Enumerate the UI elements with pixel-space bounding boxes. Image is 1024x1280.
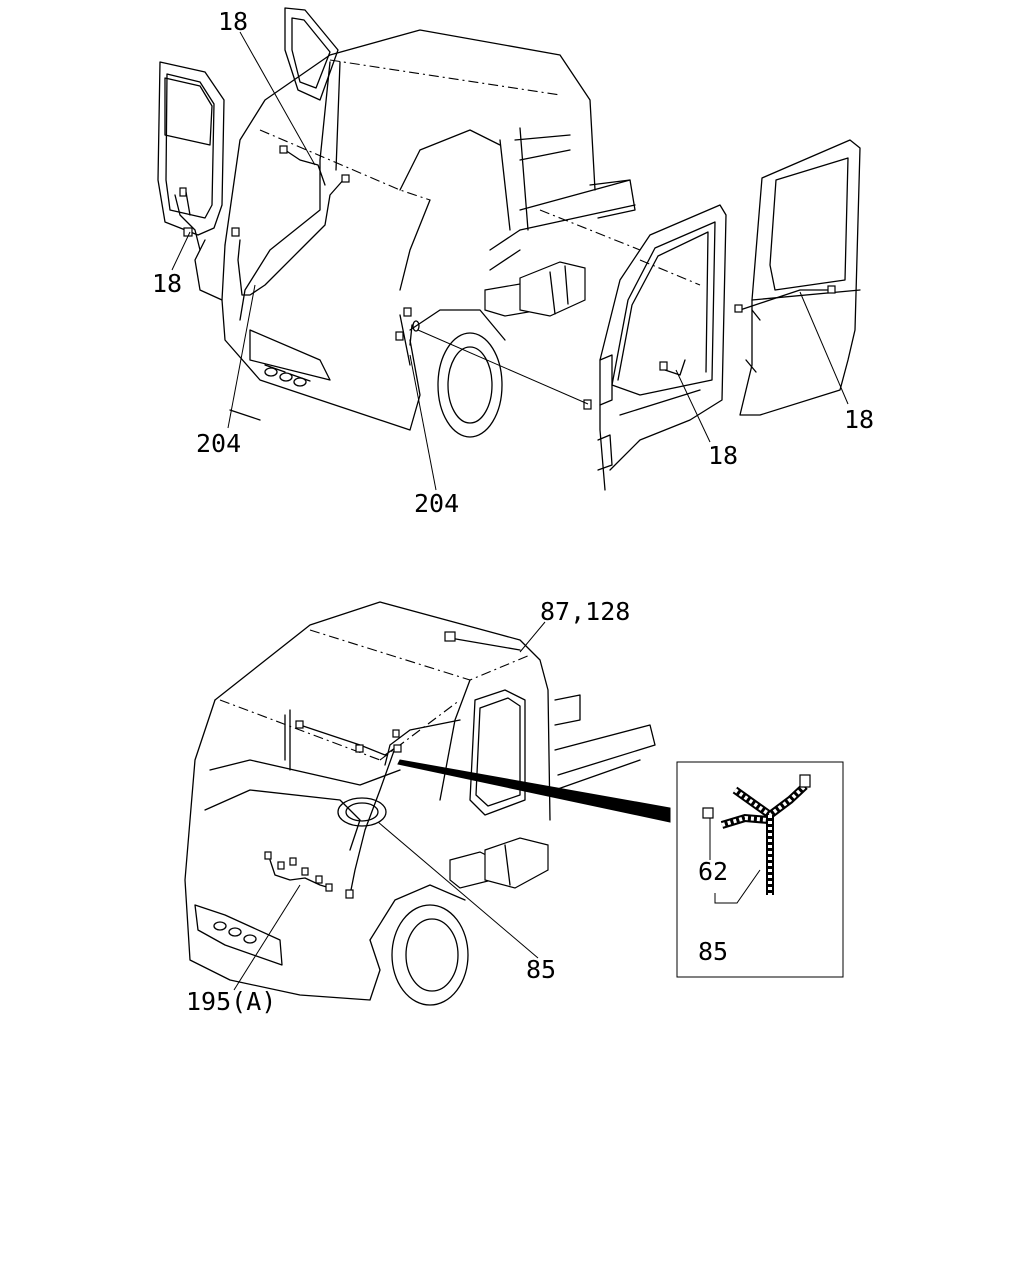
top-callouts: 18 18 204 204 18 18 xyxy=(152,7,874,518)
callout-195a: 195(A) xyxy=(186,987,276,1016)
bottom-chassis-frame xyxy=(449,694,656,889)
bottom-front-wheel xyxy=(369,884,469,1006)
top-leader-lines xyxy=(171,31,849,491)
front-wheel xyxy=(409,309,506,438)
cab-front-body xyxy=(184,601,551,1001)
bottom-harness-wires xyxy=(264,631,521,899)
bottom-leader-lines xyxy=(233,621,546,991)
detail-inset: 62 85 xyxy=(676,761,844,978)
callout-18-b: 18 xyxy=(152,269,182,298)
bottom-callouts: 87,128 85 195(A) xyxy=(186,597,630,1016)
callout-87-128: 87,128 xyxy=(540,597,630,626)
cab-body xyxy=(194,29,596,431)
rear-door-open xyxy=(284,7,339,101)
bottom-cab-view: 87,128 85 195(A) xyxy=(184,597,671,1016)
steering-wheel xyxy=(337,797,387,827)
top-cab-view: 18 18 204 204 18 18 xyxy=(152,7,874,518)
detail-pointer-wedge xyxy=(397,759,671,823)
callout-18-c: 18 xyxy=(708,441,738,470)
chassis-frame xyxy=(484,134,701,317)
right-front-door-open xyxy=(597,204,727,491)
callout-18-a: 18 xyxy=(218,7,248,36)
rear-right-door-open xyxy=(739,139,861,416)
inset-leader-lines xyxy=(709,818,761,904)
inset-callout-85: 85 xyxy=(698,937,728,966)
callout-18-d: 18 xyxy=(844,405,874,434)
left-door-open xyxy=(157,61,225,236)
callout-204-b: 204 xyxy=(414,489,459,518)
callout-85: 85 xyxy=(526,955,556,984)
callout-204-a: 204 xyxy=(196,429,241,458)
inset-harness xyxy=(702,774,811,895)
inset-callout-62: 62 xyxy=(698,857,728,886)
